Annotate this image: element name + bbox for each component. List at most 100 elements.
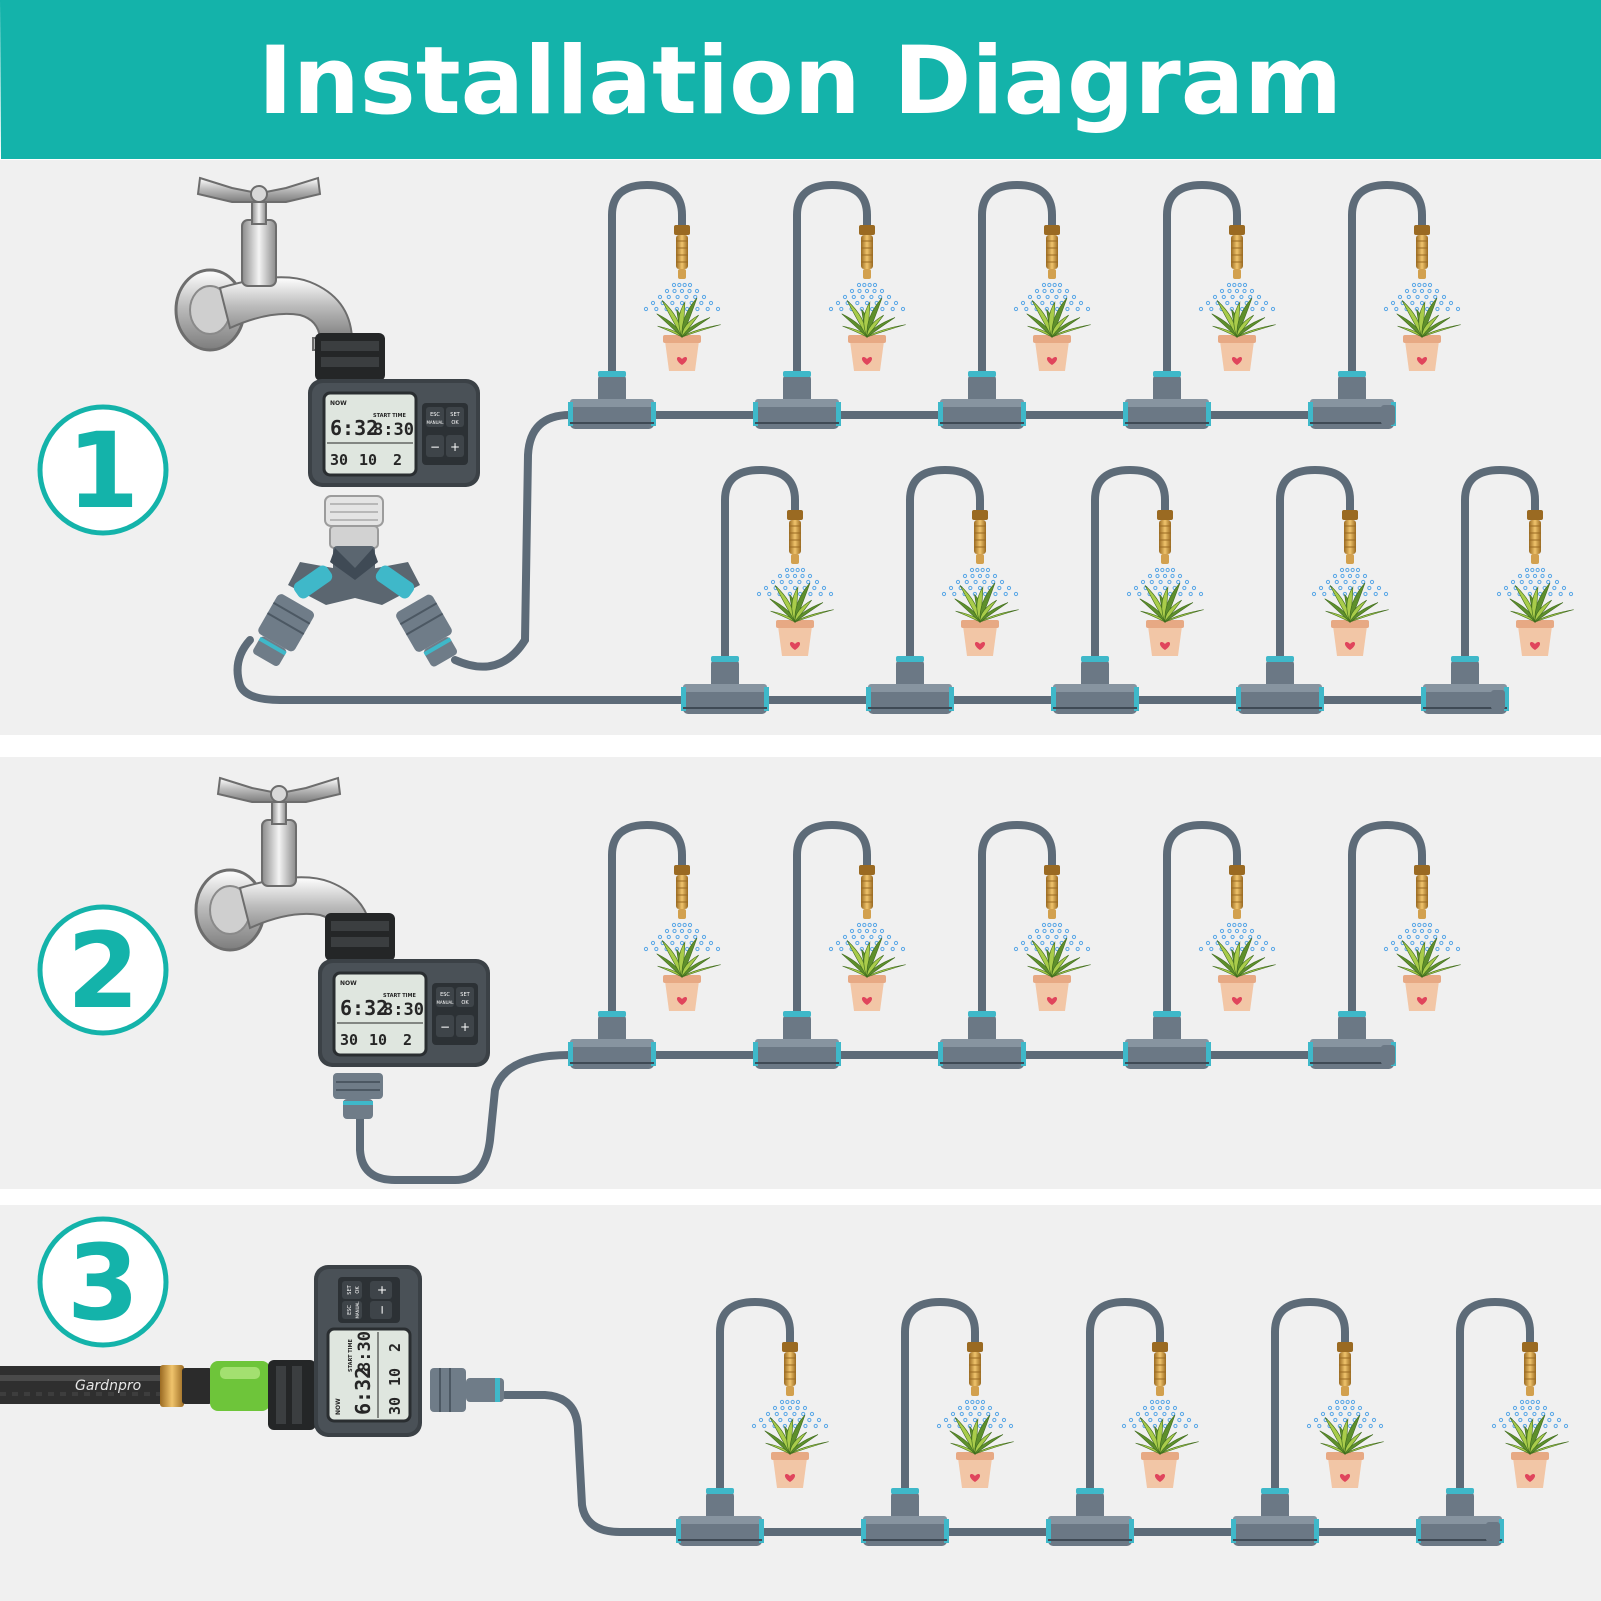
plus-button[interactable] [446,435,464,457]
hose-brand-label: Gardnpro [75,1378,141,1394]
potted-plant-icon [1211,937,1276,1011]
drip-unit [753,180,906,429]
sprinkler-nozzle-icon [1414,225,1430,279]
step-1-y-splitter [253,546,458,667]
drip-unit [1421,465,1574,714]
esc-button[interactable] [426,407,444,427]
minus-button[interactable] [426,435,444,457]
sprinkler-nozzle-icon [1342,510,1358,564]
tee-connector-icon [1123,371,1211,429]
lcd-duration: 30 [386,1397,404,1415]
step-1-upper-drip-line [568,180,1461,429]
step-1-supply-tubes [233,411,689,704]
step-3-drip-line [676,1297,1569,1546]
step-1-assembly: NOW START TIME 6:32 8:30 30 10 2 ESC SET… [174,176,1574,714]
plus-button[interactable] [456,1015,474,1037]
lcd-clock: 6:32 [340,996,388,1020]
water-spray [643,922,721,952]
sprinkler-nozzle-icon [674,225,690,279]
sprinkler-nozzle-icon [782,1342,798,1396]
drip-unit [1231,1297,1384,1546]
tee-connector-icon [1051,656,1139,714]
sprinkler-nozzle-icon [1229,225,1245,279]
step-3-number: 3 [67,1222,139,1344]
esc-label: ESC [440,992,450,998]
esc-label: ESC [347,1305,353,1315]
lcd-interval: 10 [369,1031,387,1049]
step-2-timer-outlet [333,1073,383,1119]
set-button[interactable] [446,407,464,427]
plus-label: + [460,1020,470,1034]
tee-connector-icon [1236,656,1324,714]
esc-button[interactable] [342,1301,362,1319]
potted-plant-icon [1319,1414,1384,1488]
tee-connector-icon [1416,1488,1504,1546]
sprinkler-nozzle-icon [1044,225,1060,279]
water-spray [1383,282,1461,312]
tee-connector-icon [753,1011,841,1069]
page-title: Installation Diagram [258,27,1342,136]
manual-label: MANUAL [436,1000,454,1005]
lcd-interval: 10 [386,1368,404,1386]
step-2-drip-line [568,820,1461,1069]
potted-plant-icon [949,1414,1014,1488]
water-timer-icon: NOW START TIME 6:32 8:30 30 10 2 ESC SET… [308,333,480,487]
water-spray [828,922,906,952]
water-spray [751,1399,829,1429]
step-1-number: 1 [67,410,139,532]
tee-connector-icon [866,656,954,714]
drip-unit [753,820,906,1069]
potted-plant-icon [841,937,906,1011]
potted-plant-icon [1504,1414,1569,1488]
potted-plant-icon [1396,297,1461,371]
set-button[interactable] [456,987,474,1007]
sprinkler-nozzle-icon [859,865,875,919]
tee-connector-icon [938,371,1026,429]
drip-unit [676,1297,829,1546]
tee-connector-icon [568,371,656,429]
step-1-timer: NOW START TIME 6:32 8:30 30 10 2 ESC SET… [308,333,480,487]
step-2-supply-tube [356,1051,574,1184]
sprinkler-nozzle-icon [972,510,988,564]
lcd-start-time-label: START TIME [348,1338,354,1372]
step-2-badge: 2 [37,904,169,1036]
sprinkler-nozzle-icon [967,1342,983,1396]
lcd-start-time-label: START TIME [383,993,417,999]
sprinkler-nozzle-icon [1152,1342,1168,1396]
minus-label: − [375,1305,389,1315]
esc-button[interactable] [436,987,454,1007]
drip-unit [866,465,1019,714]
tee-connector-icon [1308,371,1396,429]
plus-label: + [450,440,460,454]
minus-button[interactable] [370,1301,392,1319]
set-button[interactable] [342,1281,362,1299]
step-1-timer-outlet [324,495,384,549]
sprinkler-nozzle-icon [1157,510,1173,564]
sprinkler-nozzle-icon [1044,865,1060,919]
water-timer-icon: NOW START TIME 6:32 8:30 30 10 2 ESC SET… [268,1265,422,1437]
water-timer-icon: NOW START TIME 6:32 8:30 30 10 2 ESC SET… [318,913,490,1067]
brass-hose-fitting [160,1365,212,1407]
lcd-now-label: NOW [335,1398,342,1415]
drip-unit [681,465,834,714]
tee-connector-icon [1123,1011,1211,1069]
lcd-start-time: 8:30 [383,1000,424,1020]
lcd-start-time: 8:30 [355,1331,375,1372]
water-spray [1198,922,1276,952]
drip-unit [1416,1297,1569,1546]
ok-label: OK [461,1000,469,1006]
water-spray [941,567,1019,597]
minus-button[interactable] [436,1015,454,1037]
lcd-clock: 6:32 [330,416,378,440]
step-3-assembly: Gardnpro NOW START TIME 6:32 8:30 30 10 [0,1265,1569,1546]
step-2-timer: NOW START TIME 6:32 8:30 30 10 2 ESC SET… [318,913,490,1067]
drip-unit [568,180,721,429]
sprinkler-nozzle-icon [674,865,690,919]
drip-unit [1123,820,1276,1069]
drip-unit [861,1297,1014,1546]
step-2-number: 2 [67,910,139,1032]
plus-button[interactable] [370,1281,392,1299]
step-2-assembly: NOW START TIME 6:32 8:30 30 10 2 ESC SET… [194,776,1461,1184]
potted-plant-icon [1139,582,1204,656]
step-1-lower-drip-line [681,465,1574,714]
